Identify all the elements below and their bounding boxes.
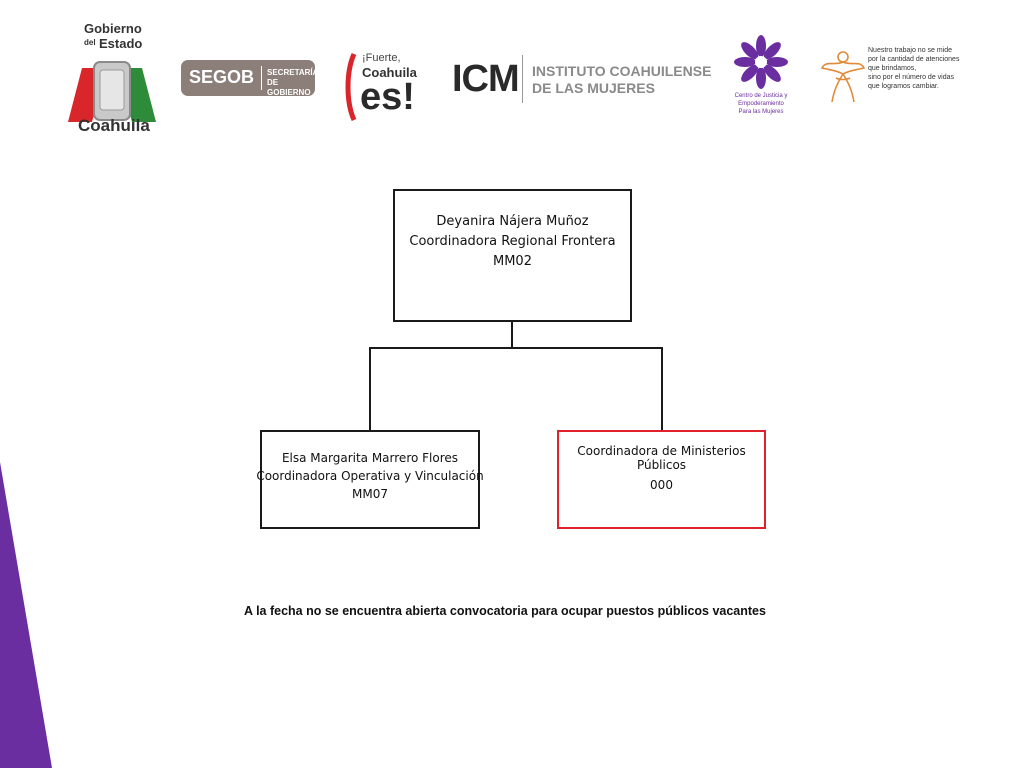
left-name: Elsa Margarita Marrero Flores [281,450,459,465]
right-title-line1: Coordinadora de Ministerios [577,443,746,458]
icm-line2: DE LAS MUJERES [532,80,655,96]
footnote: A la fecha no se encuentra abierta convo… [244,604,766,618]
orange-figure-icon [820,51,866,103]
slogan-line1: Nuestro trabajo no se mide [868,47,953,54]
coahuila-shield-icon [68,61,156,122]
slogan-line5: que logramos cambiar. [868,83,939,90]
org-box-left: Elsa Margarita Marrero Flores Coordinado… [256,430,484,529]
org-box-top: Deyanira Nájera Muñoz Coordinadora Regio… [393,189,632,322]
fuerte-line2: Coahuila [362,65,417,80]
right-title-line2: Públicos [636,457,687,472]
top-code: MM02 [493,253,532,269]
logo-slogan: Nuestro trabajo no se mide por la cantid… [820,46,970,106]
logo-centro-justicia: Centro de Justicia y Empoderamiento Para… [728,34,794,120]
coahuila-line3: Estado [99,36,143,51]
fuerte-line1: ¡Fuerte, [362,52,401,64]
left-title: Coordinadora Operativa y Vinculación [256,468,484,483]
centro-line2: Empoderamiento [738,101,784,107]
logo-segob: SEGOB SECRETARÍA DE GOBIERNO [181,60,319,97]
logo-icm: ICM INSTITUTO COAHUILENSE DE LAS MUJERES [452,55,712,105]
logo-coahuila: Gobierno del Estado Coahuila [66,22,158,136]
segob-line1: SECRETARÍA [267,68,319,77]
coahuila-line2: del [84,38,96,47]
bracket-icon [345,52,357,122]
icm-line1: INSTITUTO COAHUILENSE [532,63,712,79]
purple-flower-icon [734,35,788,89]
org-box-right: Coordinadora de Ministerios Públicos 000 [557,430,766,529]
coahuila-line4: Coahuila [78,116,150,135]
top-title: Coordinadora Regional Frontera [409,233,616,249]
coahuila-line1: Gobierno [84,21,142,36]
right-code: 000 [650,477,673,492]
fuerte-line3: es! [360,76,415,118]
centro-line1: Centro de Justicia y [734,93,788,99]
icm-acronym: ICM [452,58,520,100]
logo-fuerte-coahuila: ¡Fuerte, Coahuila es! [344,50,426,122]
slogan-line3: que brindamos, [868,65,917,72]
segob-line2: DE GOBIERNO [267,78,311,97]
left-code: MM07 [352,486,388,501]
top-name: Deyanira Nájera Muñoz [436,213,589,229]
segob-main: SEGOB [189,67,255,87]
slogan-line2: por la cantidad de atenciones [868,56,960,63]
slogan-line4: sino por el número de vidas [868,74,954,81]
centro-line3: Para las Mujeres [738,109,784,115]
